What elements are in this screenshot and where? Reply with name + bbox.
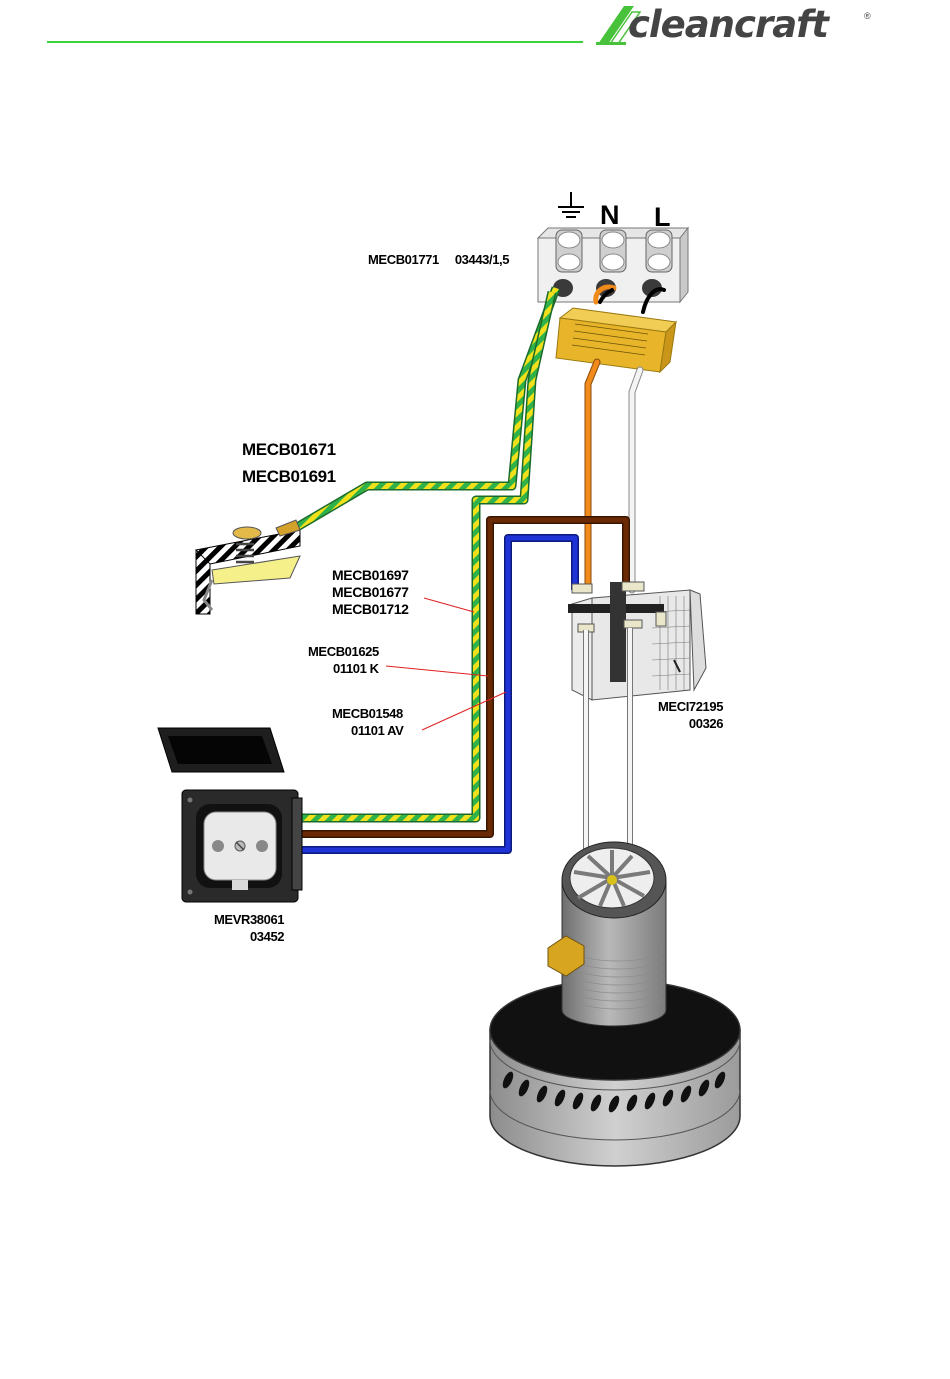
power-socket [158, 728, 302, 902]
ground-wire-part-2: MECB01691 [242, 463, 336, 490]
socket-code: 03452 [214, 928, 284, 945]
socket-label: MEVR38061 03452 [214, 911, 284, 945]
brown-wire2-label: MECB01625 01101 K [308, 643, 379, 677]
ground-wire-part-1: MECB01671 [242, 436, 336, 463]
brown-wire2-code: 01101 K [308, 660, 379, 677]
brown-wire2-part: MECB01625 [308, 643, 379, 660]
blue-wire-label: MECB01548 01101 AV [332, 705, 403, 739]
blue-wire-part: MECB01548 [332, 705, 403, 722]
ground-wire-label: MECB01671 MECB01691 [242, 436, 336, 490]
brown-wire-part-3: MECB01712 [332, 601, 409, 618]
vacuum-motor [490, 842, 740, 1166]
terminal-l-label: L [654, 202, 670, 232]
brown-wire-part-1: MECB01697 [332, 567, 409, 584]
brown-wire-part-2: MECB01677 [332, 584, 409, 601]
switch-code: 00326 [658, 715, 723, 732]
terminal-n-label: N [600, 200, 619, 230]
terminal-block-label: MECB01771 03443/1,5 [368, 251, 509, 268]
switch-label: MECI72195 00326 [658, 698, 723, 732]
terminal-block-code: 03443/1,5 [455, 252, 509, 267]
brown-wire-label: MECB01697 MECB01677 MECB01712 [332, 567, 409, 618]
earth-ground-icon [558, 192, 584, 217]
chassis-ground-lug [196, 520, 300, 614]
capacitor [556, 308, 676, 372]
terminal-block-part: MECB01771 [368, 252, 439, 267]
socket-part: MEVR38061 [214, 911, 284, 928]
switch-part: MECI72195 [658, 698, 723, 715]
blue-wire-code: 01101 AV [332, 722, 403, 739]
